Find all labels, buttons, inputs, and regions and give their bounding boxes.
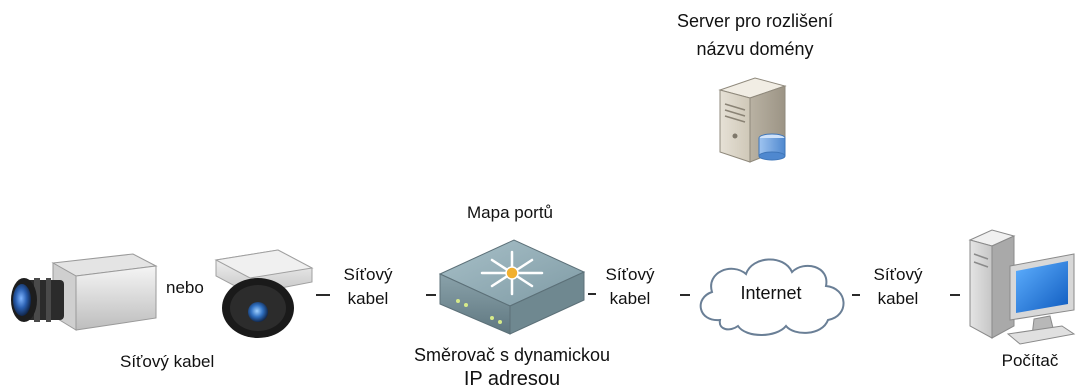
router-label-line2: IP adresou [463, 368, 561, 390]
router-label-line1: Směrovač s dynamickou [413, 345, 611, 365]
port-mapping-label: Mapa portů [467, 203, 553, 222]
computer-icon [968, 229, 1076, 345]
cable-line [680, 294, 690, 296]
server-label-line1: Server pro rozlišení [676, 11, 834, 31]
dome-camera-icon [214, 249, 314, 338]
cable-label-line1: Síťový [343, 265, 393, 284]
server-label-line2: názvu domény [696, 39, 814, 59]
cable-label-line2: kabel [877, 289, 919, 308]
internet-label: Internet [740, 283, 802, 303]
cable-label-line1: Síťový [605, 265, 655, 284]
computer-label: Počítač [1001, 351, 1059, 370]
internet-cloud-icon [699, 258, 845, 336]
cable-line [588, 293, 596, 295]
cable-label-line2: kabel [609, 289, 651, 308]
box-camera-icon [11, 253, 158, 331]
router-icon [438, 239, 586, 335]
cable-line [950, 294, 960, 296]
cameras-cable-label: Síťový kabel [120, 352, 215, 371]
or-label: nebo [166, 278, 204, 297]
cable-line [426, 294, 436, 296]
cable-line [316, 294, 330, 296]
cable-line [852, 294, 860, 296]
cable-label-line2: kabel [347, 289, 389, 308]
dns-server-icon [718, 77, 787, 163]
cable-label-line1: Síťový [873, 265, 923, 284]
